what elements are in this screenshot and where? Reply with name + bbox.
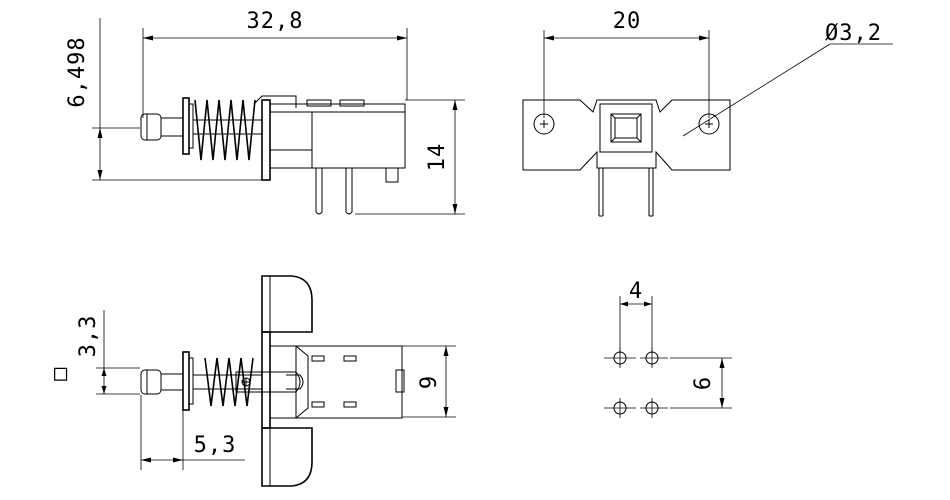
dimension-body-height: 14 (425, 143, 450, 172)
pcb-hole (604, 398, 636, 418)
dimension-button-size: 3,3 (76, 315, 101, 358)
pcb-footprint: 4 6 (604, 279, 732, 418)
pcb-hole (640, 398, 668, 418)
side-view: 32,8 6,498 14 (65, 9, 465, 215)
dimension-plunger-offset: 6,498 (65, 36, 90, 107)
dimension-pin-pitch-y: 6 (691, 376, 716, 390)
front-view: 20 Ø3,2 (522, 9, 893, 217)
top-view: □ 3,3 5,3 9 (54, 275, 456, 487)
dimension-overall-length: 32,8 (247, 9, 304, 34)
dimension-travel: 5,3 (194, 433, 237, 458)
pcb-hole (604, 348, 636, 368)
dimension-mount-spacing: 20 (613, 9, 642, 34)
dimension-body-width: 9 (417, 375, 442, 389)
square-symbol: □ (54, 361, 68, 386)
pcb-hole (640, 348, 668, 368)
dimension-hole-diameter: Ø3,2 (825, 21, 882, 46)
dimension-pin-pitch-x: 4 (629, 279, 643, 304)
